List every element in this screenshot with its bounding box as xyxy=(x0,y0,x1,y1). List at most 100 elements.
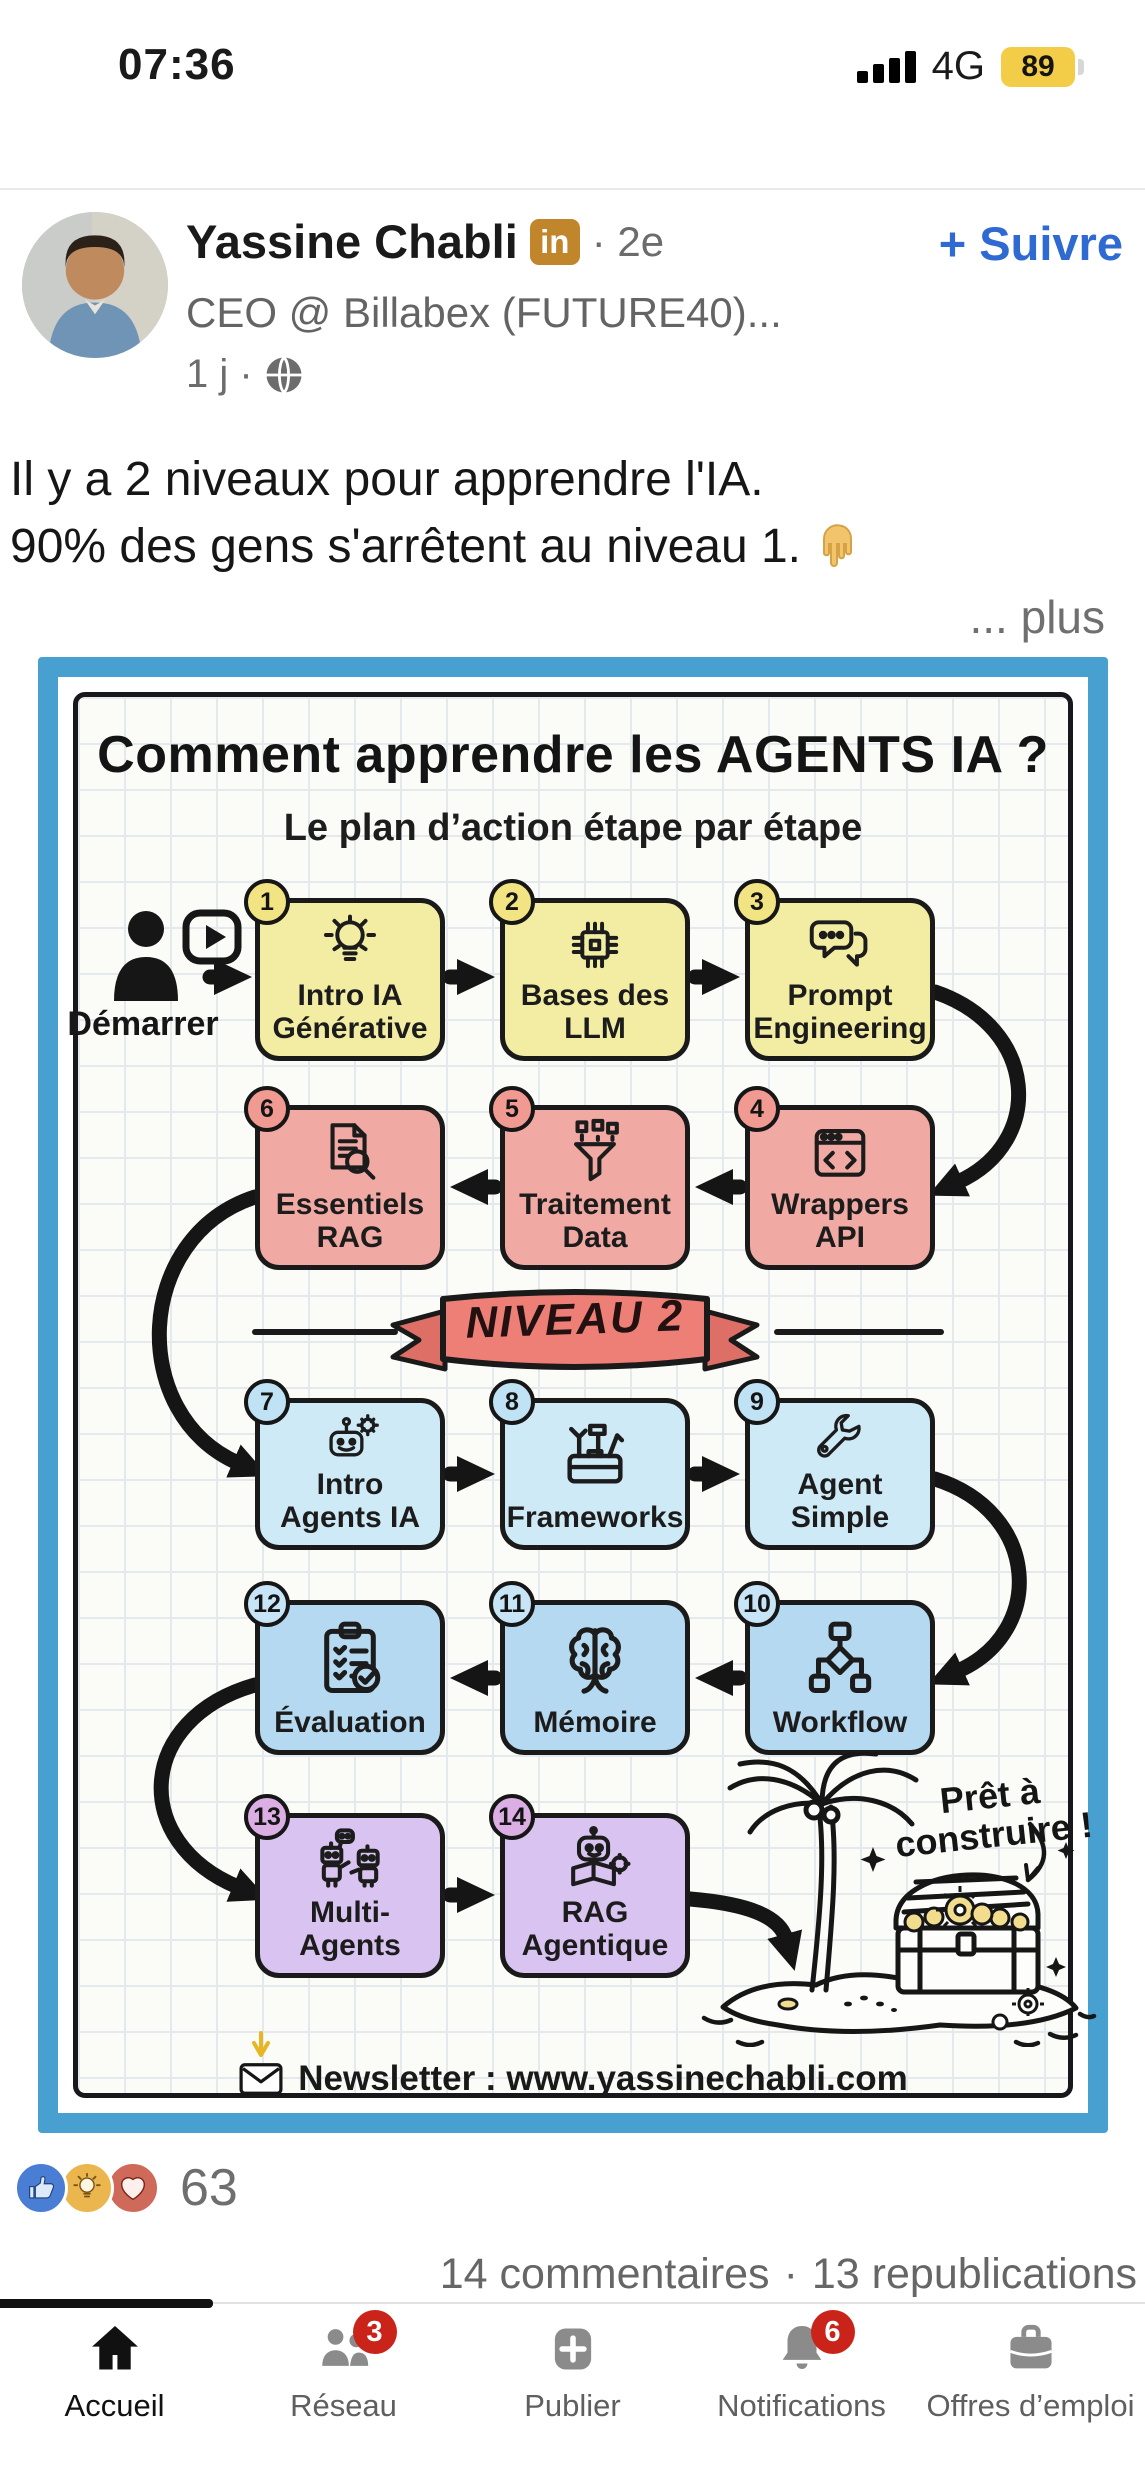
love-reaction-icon xyxy=(106,2161,160,2215)
post-line-2: 90% des gens s'arrêtent au niveau 1. xyxy=(10,520,802,573)
step-number-badge: 5 xyxy=(489,1086,535,1132)
tab-notifications[interactable]: 6 Notifications xyxy=(687,2304,916,2424)
step-label: Frameworks xyxy=(506,1501,684,1535)
see-more-link[interactable]: ... plus xyxy=(969,591,1105,643)
plus-square-icon xyxy=(554,2328,591,2370)
tab-post[interactable]: Publier xyxy=(458,2304,687,2424)
step-number-badge: 8 xyxy=(489,1379,535,1425)
step-number-badge: 7 xyxy=(244,1379,290,1425)
step-node-5: 5 Traitement Data xyxy=(489,1086,690,1270)
post-age: 1 j · xyxy=(186,352,253,396)
briefcase-icon xyxy=(1009,2324,1052,2369)
bottom-navbar: Accueil 3 Réseau xyxy=(0,2299,1145,2482)
step-label: Bases des LLM xyxy=(520,978,670,1046)
pointing-down-emoji xyxy=(823,524,853,567)
tab-label: Publier xyxy=(524,2388,621,2423)
post-line-1: Il y a 2 niveaux pour apprendre l'IA. xyxy=(10,453,764,506)
tab-jobs[interactable]: Offres d’emploi xyxy=(916,2304,1145,2424)
step-node-12: 12 Évaluation xyxy=(244,1581,445,1755)
step-node-4: 4 Wrappers API xyxy=(734,1086,935,1270)
infographic-title: Comment apprendre les AGENTS IA ? xyxy=(97,726,1049,784)
tab-label: Offres d’emploi xyxy=(926,2388,1135,2423)
code-window-icon xyxy=(814,1129,866,1177)
step-label: Agent Simple xyxy=(790,1467,890,1535)
toolbox-icon xyxy=(567,1423,625,1484)
globe-icon xyxy=(266,355,302,394)
linkedin-gold-badge-icon: in xyxy=(529,218,580,265)
post-image-infographic[interactable]: Comment apprendre les AGENTS IA ? Le pla… xyxy=(38,657,1108,2133)
home-icon xyxy=(91,2326,138,2370)
insightful-reaction-icon xyxy=(60,2161,114,2215)
step-label: Prompt Engineering xyxy=(753,978,927,1046)
banner-right-line xyxy=(774,1329,944,1335)
like-reaction-icon xyxy=(14,2161,68,2215)
tab-network[interactable]: 3 Réseau xyxy=(229,2304,458,2424)
network-type: 4G xyxy=(931,44,985,88)
banner-left-line xyxy=(252,1329,398,1335)
notifications-badge: 6 xyxy=(810,2310,855,2354)
chat-bubbles-icon xyxy=(809,920,868,967)
step-node-1: 1 Intro IA Générative xyxy=(244,879,445,1061)
infographic-subtitle: Le plan d’action étape par étape xyxy=(283,807,863,849)
tab-label: Notifications xyxy=(717,2388,886,2423)
brain-icon xyxy=(569,1626,621,1694)
social-counts[interactable]: 14 commentaires · 13 republications xyxy=(440,2250,1137,2299)
connection-degree: · 2e xyxy=(591,217,665,265)
start-figure xyxy=(90,909,270,1014)
reactions-row[interactable]: 63 xyxy=(14,2158,238,2218)
step-label: Traitement Data xyxy=(519,1187,671,1255)
multi-robots-icon xyxy=(320,1828,380,1888)
author-headline: CEO @ Billabex (FUTURE40)... xyxy=(186,289,782,336)
step-number-badge: 13 xyxy=(244,1794,290,1840)
network-badge: 3 xyxy=(352,2310,397,2354)
robot-icon xyxy=(329,1414,379,1457)
tab-label: Accueil xyxy=(64,2388,165,2423)
tab-label: Réseau xyxy=(290,2388,397,2423)
step-label: Évaluation xyxy=(274,1706,426,1740)
comment-count[interactable]: 14 commentaires xyxy=(439,2250,770,2298)
avatar-photo xyxy=(22,212,168,358)
person-start-icon xyxy=(114,909,242,1001)
step-number-badge: 12 xyxy=(244,1581,290,1627)
step-node-13: 13 Multi-Agents xyxy=(244,1794,445,1978)
step-node-8: 8 Frameworks xyxy=(489,1379,690,1550)
step-number-badge: 14 xyxy=(489,1794,535,1840)
reaction-count: 63 xyxy=(180,2159,238,2217)
clipboard-check-icon xyxy=(324,1621,381,1693)
step-number-badge: 3 xyxy=(734,879,780,925)
newsletter-row: Newsletter : www.yassinechabli.com xyxy=(38,2031,1108,2099)
step-label: Intro Agents IA xyxy=(279,1467,420,1535)
newsletter-text: Newsletter : www.yassinechabli.com xyxy=(298,2059,908,2098)
author-name[interactable]: Yassine Chabli xyxy=(186,215,518,268)
active-tab-indicator xyxy=(0,2299,213,2308)
lightbulb-icon xyxy=(324,914,376,962)
tab-home[interactable]: Accueil xyxy=(0,2304,229,2424)
repost-count[interactable]: 13 republications xyxy=(811,2250,1137,2298)
step-node-11: 11 Mémoire xyxy=(489,1581,690,1755)
step-node-9: 9 Agent Simple xyxy=(734,1379,935,1550)
step-label: Essentiels RAG xyxy=(275,1187,425,1255)
follow-button[interactable]: + Suivre xyxy=(938,217,1123,270)
step-number-badge: 1 xyxy=(244,879,290,925)
step-node-3: 3 Prompt Engineering xyxy=(734,879,935,1061)
step-label: Multi-Agents xyxy=(299,1895,401,1963)
workflow-icon xyxy=(808,1621,872,1693)
top-divider xyxy=(0,188,1145,190)
counts-separator: · xyxy=(783,2250,798,2298)
step-node-6: 6 Essentiels RAG xyxy=(244,1086,445,1270)
battery-icon: 89 xyxy=(1001,46,1084,87)
step-node-7: 7 Intro Agents IA xyxy=(244,1379,445,1550)
chip-icon xyxy=(571,921,619,969)
start-label: Démarrer xyxy=(67,1005,219,1043)
step-number-badge: 4 xyxy=(734,1086,780,1132)
step-number-badge: 11 xyxy=(489,1581,535,1627)
post-text: Il y a 2 niveaux pour apprendre l'IA. 90… xyxy=(10,446,859,580)
avatar[interactable] xyxy=(22,212,168,358)
step-label: Mémoire xyxy=(533,1706,657,1740)
step-label: Intro IA Générative xyxy=(272,978,428,1046)
step-number-badge: 6 xyxy=(244,1086,290,1132)
signal-strength-icon xyxy=(856,50,916,83)
robot-reading-icon xyxy=(571,1826,631,1887)
step-node-14: 14 RAG Agentique xyxy=(489,1794,690,1978)
